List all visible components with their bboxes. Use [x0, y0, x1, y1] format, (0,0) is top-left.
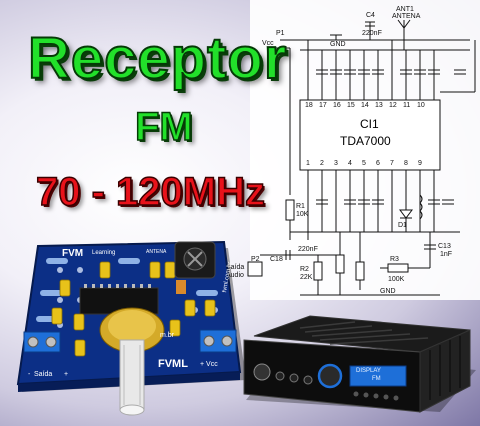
pcb-brand-sub: Learning — [92, 250, 116, 256]
pcb-terminal-left — [23, 331, 61, 353]
schem-c18-label: C18 — [270, 256, 283, 263]
banner-title: Receptor — [27, 26, 288, 91]
schem-r3-value: 100K — [388, 276, 405, 283]
pin-number: 7 — [390, 160, 394, 167]
schem-gnd-bottom-label: GND — [380, 288, 396, 295]
amp-button-4[interactable] — [383, 394, 389, 400]
ic-ref-label: CI1 — [360, 117, 379, 131]
amp-button-3[interactable] — [373, 393, 379, 399]
banner-subtitle: FM — [134, 105, 193, 149]
pin-number: 1 — [306, 160, 310, 167]
top-capacitors — [316, 69, 466, 75]
schem-r1-value: 10K — [296, 211, 309, 218]
pin-number: 5 — [362, 160, 366, 167]
schem-audio-label: Áudio — [226, 272, 244, 279]
pcb-vcc-label: + Vcc — [200, 361, 218, 368]
pcb-brand: FVM — [62, 248, 84, 259]
amp-button-2[interactable] — [363, 392, 369, 398]
schem-vcc-label: Vcc — [262, 40, 274, 47]
amp-display-line1: DISPLAY — [356, 368, 381, 374]
schem-r3-label: R3 — [390, 256, 399, 263]
pin-number: 13 — [375, 102, 383, 109]
amp-jack-2[interactable] — [289, 373, 299, 383]
pin-number: 6 — [376, 160, 380, 167]
schem-antena-label: ANTENA — [392, 13, 421, 20]
amp-display-line2: FM — [372, 376, 381, 382]
schem-saida-label: Saída — [226, 264, 245, 271]
pin-number: 18 — [305, 102, 313, 109]
pcb-site-short: m.br — [160, 332, 174, 339]
schem-c4-label: C4 — [366, 12, 375, 19]
schem-gnd-top-label: GND — [330, 41, 346, 48]
pin-number: 14 — [361, 102, 369, 109]
pcb-antena-label: ANTENA — [146, 249, 167, 255]
ic-part-label: TDA7000 — [340, 134, 391, 148]
amp-power-knob[interactable] — [253, 363, 271, 381]
schem-p1-label: P1 — [276, 30, 285, 37]
schem-r2-value: 22K — [300, 274, 313, 281]
schem-ant-label: ANT1 — [396, 6, 414, 13]
pcb-terminal-right — [199, 329, 237, 353]
pcb-coil — [176, 280, 186, 294]
pcb-minus-label: - — [28, 371, 31, 378]
pcb-plus-label: + — [64, 371, 69, 378]
amp-display — [349, 365, 407, 387]
pin-number: 4 — [348, 160, 352, 167]
schem-d1-label: D1 — [398, 222, 407, 229]
schem-c18-value: 220nF — [298, 246, 318, 253]
schem-p2-label: P2 — [251, 256, 260, 263]
pin-number: 11 — [403, 102, 411, 109]
amp-button-5[interactable] — [393, 395, 399, 401]
pcb-trimmer[interactable] — [174, 241, 216, 279]
pcb-capacitors — [51, 261, 216, 357]
pin-number: 2 — [320, 160, 324, 167]
schem-c13-label: C13 — [438, 243, 451, 250]
pin-number: 16 — [333, 102, 341, 109]
pin-number: 15 — [347, 102, 355, 109]
ic-body — [299, 99, 441, 171]
bottom-capacitors — [316, 199, 454, 205]
banner-frequency: 70 - 120MHz — [35, 170, 265, 214]
amp-button-1[interactable] — [353, 391, 359, 397]
pin-number: 17 — [319, 102, 327, 109]
schem-r2-label: R2 — [300, 266, 309, 273]
schem-r1-label: R1 — [296, 203, 305, 210]
schem-c13-value: 1nF — [440, 251, 453, 258]
amp-jack-1[interactable] — [275, 371, 285, 381]
schem-c4-value: 220nF — [362, 30, 382, 37]
pin-number: 12 — [389, 102, 397, 109]
pin-number: 9 — [418, 160, 422, 167]
pcb-volume-knob[interactable] — [99, 307, 165, 416]
amp-volume-knob[interactable] — [317, 363, 343, 389]
pcb-logo-bottom: FVML — [158, 358, 188, 370]
amp-jack-3[interactable] — [303, 375, 313, 385]
pin-number: 3 — [334, 160, 338, 167]
pin-number: 10 — [417, 102, 425, 109]
pin-number: 8 — [404, 160, 408, 167]
pcb-saida-label: Saída — [34, 371, 53, 378]
